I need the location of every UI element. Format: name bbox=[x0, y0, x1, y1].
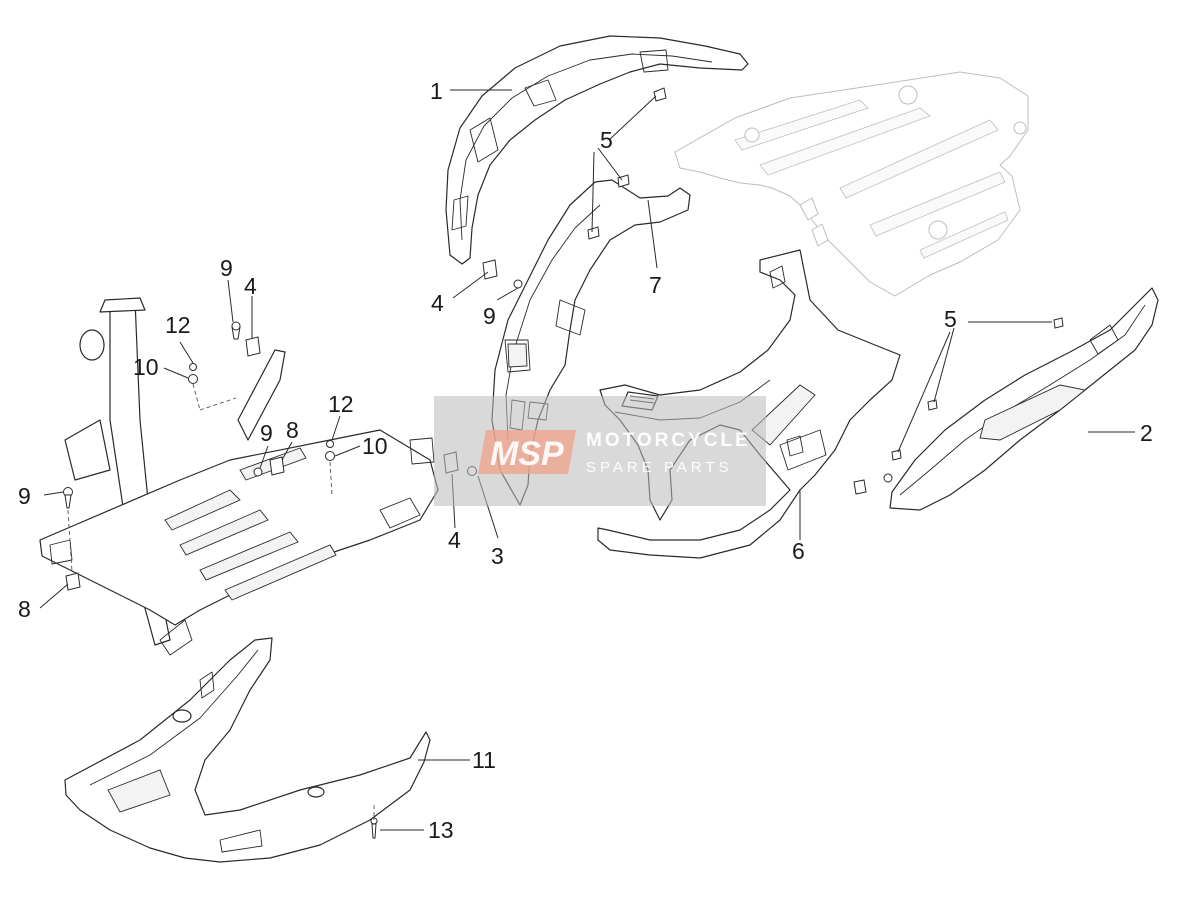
screw-12-mid bbox=[326, 440, 334, 448]
callout-10-left: 10 bbox=[133, 354, 159, 380]
watermark-line2: SPARE PARTS bbox=[586, 459, 733, 476]
callout-9-mid: 9 bbox=[260, 420, 273, 446]
screw-right-lower bbox=[883, 473, 893, 483]
scooter-frame-chassis bbox=[39, 297, 439, 656]
clip-5-right-c bbox=[891, 449, 902, 461]
callout-7: 7 bbox=[649, 272, 662, 298]
clip-4-left bbox=[245, 336, 261, 357]
callout-13: 13 bbox=[428, 817, 454, 843]
washer-10-left bbox=[188, 374, 198, 384]
clip-top-5 bbox=[653, 87, 667, 102]
part-2-right-side-panel bbox=[889, 287, 1159, 511]
screw-13 bbox=[370, 817, 378, 825]
part-11-floor-undercover bbox=[64, 637, 431, 863]
clip-5-b bbox=[587, 226, 600, 240]
clip-5-right-b bbox=[927, 399, 938, 411]
callout-5-right: 5 bbox=[944, 306, 957, 332]
assembly-dashed-lines bbox=[67, 383, 375, 820]
callout-11: 11 bbox=[472, 747, 496, 773]
callout-4-center: 4 bbox=[448, 527, 461, 553]
clip-8-left bbox=[65, 572, 81, 591]
watermark-logo-text: MSP bbox=[490, 435, 564, 473]
callout-5-top: 5 bbox=[600, 127, 613, 153]
callout-8-mid: 8 bbox=[286, 417, 299, 443]
callout-3: 3 bbox=[491, 543, 504, 569]
part-1-rear-shield bbox=[445, 35, 749, 265]
callout-leader-lines bbox=[39, 89, 1135, 831]
callout-6: 6 bbox=[792, 538, 805, 564]
callout-9-left-top: 9 bbox=[220, 255, 233, 281]
rear-body-frame-ghost bbox=[674, 71, 1029, 297]
clip-8-mid bbox=[269, 456, 285, 476]
clip-right-lower bbox=[853, 479, 867, 495]
screw-9-top bbox=[513, 279, 523, 289]
callout-12-mid: 12 bbox=[328, 391, 354, 417]
watermark-line1: MOTORCYCLE bbox=[586, 430, 751, 451]
screw-12-left bbox=[189, 363, 197, 371]
callout-8-left: 8 bbox=[18, 596, 31, 622]
clip-5-right-a bbox=[1053, 317, 1064, 329]
callout-2: 2 bbox=[1140, 420, 1153, 446]
callout-12-left: 12 bbox=[165, 312, 191, 338]
washer-10-mid bbox=[325, 451, 335, 461]
callout-10-mid: 10 bbox=[362, 433, 388, 459]
callout-4-top: 4 bbox=[431, 290, 444, 316]
callout-1: 1 bbox=[430, 78, 443, 104]
callout-9-left: 9 bbox=[18, 483, 31, 509]
callout-numbers: 1 5 7 4 9 9 4 12 10 12 9 8 10 9 8 4 3 6 … bbox=[18, 78, 1153, 843]
screw-9-mid bbox=[253, 467, 263, 477]
watermark: MSP MOTORCYCLE SPARE PARTS bbox=[434, 396, 766, 506]
callout-9-top: 9 bbox=[483, 303, 496, 329]
clip-4-top bbox=[482, 259, 498, 280]
callout-4-left: 4 bbox=[244, 273, 257, 299]
